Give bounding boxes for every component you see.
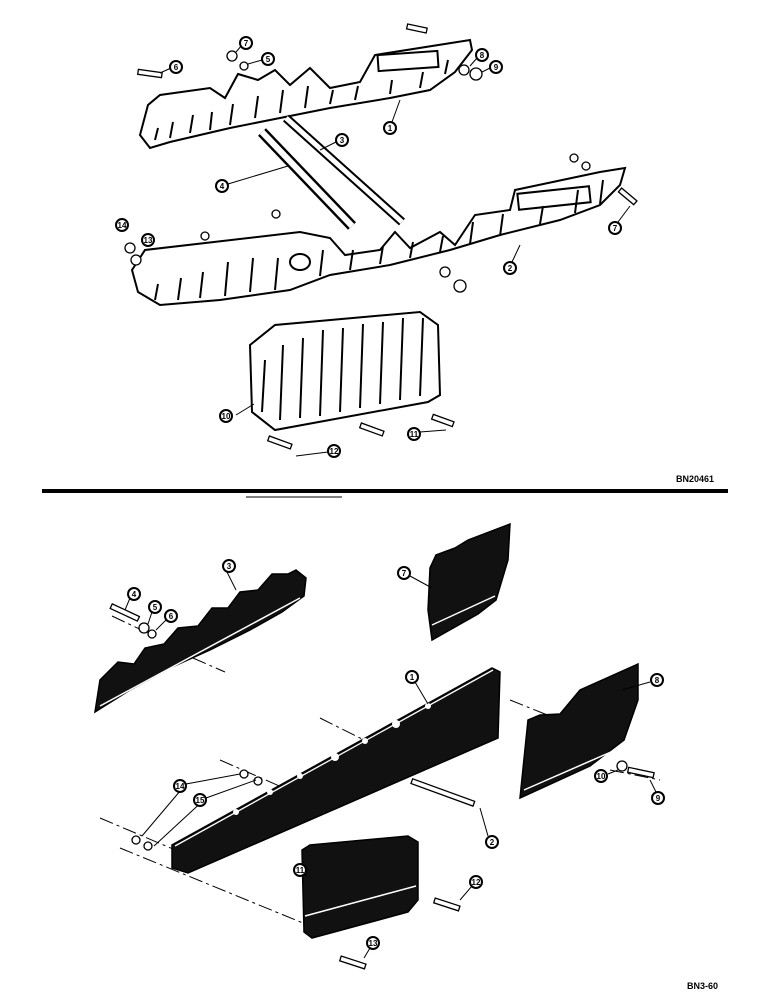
guard-plate-1 [138,38,474,150]
callout-label: 2 [490,838,495,847]
callout-label: 13 [369,939,378,948]
guard-plate-2 [130,166,627,307]
callout-label: 10 [222,412,231,421]
callout-label: 7 [244,39,249,48]
callout-label: 7 [613,224,618,233]
main-bar-1 [171,667,501,874]
tube-3 [282,114,406,226]
top-exploded-view: 6 7 5 1 8 9 3 4 7 [115,23,714,484]
callout-label: 6 [174,63,179,72]
callout-label: 11 [410,430,419,439]
callout-label: 8 [655,676,660,685]
callout-label: 4 [220,182,225,191]
callout-label: 12 [472,878,481,887]
callout-label: 4 [132,590,137,599]
bottom-exploded-view: 3 4 5 6 7 1 8 2 10 [94,522,718,991]
callout-label: 10 [597,772,606,781]
shield-plate-10 [248,310,442,432]
callout-label: 6 [169,612,174,621]
callout-label: 3 [227,562,232,571]
callout-label: 7 [402,569,407,578]
callout-label: 9 [494,63,499,72]
small-guard-7 [427,522,511,642]
callout-label: 14 [118,221,127,230]
bottom-callouts: 3 4 5 6 7 1 8 2 10 [124,559,665,959]
callout-label: 14 [176,782,185,791]
fasteners-top [124,23,638,450]
right-guard-8 [519,662,639,800]
callout-label: 11 [296,866,305,875]
callout-label: 1 [410,673,415,682]
serrated-bar-3 [94,569,307,714]
tube-4 [258,128,356,230]
callout-label: 1 [388,124,393,133]
callout-label: 8 [480,51,485,60]
top-callouts: 6 7 5 1 8 9 3 4 7 [115,36,631,458]
diagram-code-top: BN20461 [676,474,714,484]
diagram-code-bottom: BN3-60 [687,981,718,991]
callout-label: 9 [656,794,661,803]
callout-label: 2 [508,264,513,273]
callout-label: 5 [266,55,271,64]
lower-plate-11 [301,835,419,939]
callout-label: 3 [340,136,345,145]
callout-label: 12 [330,447,339,456]
callout-label: 13 [144,236,153,245]
bar-holes [233,703,431,815]
callout-label: 5 [153,603,158,612]
callout-label: 15 [196,796,205,805]
